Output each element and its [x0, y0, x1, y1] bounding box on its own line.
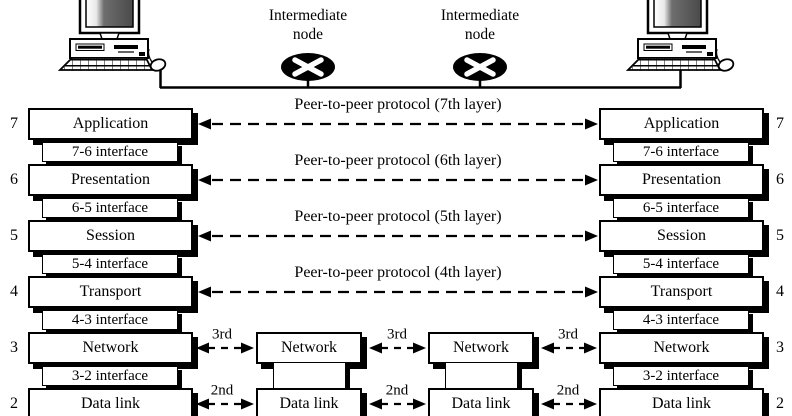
intermediate-1-interface-stub	[273, 362, 346, 390]
intermediate-node-2-line1: Intermediate	[440, 7, 520, 24]
right-layer-box-presentation: Presentation	[599, 164, 764, 196]
right-layer-box-transport: Transport	[599, 276, 764, 308]
right-layer-number-3: 3	[776, 339, 784, 356]
intermediate-node-1-line2: node	[292, 26, 324, 43]
right-layer-box-session: Session	[599, 220, 764, 252]
hop-label-2nd-3: 2nd	[556, 382, 580, 399]
right-layer-box-datalink: Data link	[599, 388, 764, 416]
left-layer-box-network: Network	[28, 332, 193, 364]
right-layer-number-4: 4	[776, 283, 784, 300]
router-icon-1	[281, 53, 335, 88]
right-layer-box-network: Network	[599, 332, 764, 364]
intermediate-2-interface-stub	[445, 362, 518, 390]
left-layer-number-7: 7	[10, 115, 18, 132]
router-icon-2	[453, 53, 507, 88]
peer-protocol-label-5: Peer-to-peer protocol (5th layer)	[294, 208, 502, 225]
left-interface-3-2: 3-2 interface	[42, 366, 178, 386]
hop-label-3rd-3: 3rd	[558, 326, 578, 343]
intermediate-2-datalink-box: Data link	[428, 388, 534, 416]
intermediate-2-network-box: Network	[428, 332, 534, 364]
left-layer-box-application: Application	[28, 108, 193, 140]
left-layer-number-5: 5	[10, 227, 18, 244]
right-interface-5-4: 5-4 interface	[613, 254, 749, 274]
peer-protocol-label-4: Peer-to-peer protocol (4th layer)	[294, 264, 502, 281]
intermediate-node-2-line2: node	[464, 26, 496, 43]
left-layer-box-transport: Transport	[28, 276, 193, 308]
network-hop-arrows	[196, 342, 597, 354]
hop-label-2nd-1: 2nd	[210, 382, 234, 399]
left-layer-box-session: Session	[28, 220, 193, 252]
peer-arrow-5th-layer	[198, 230, 598, 242]
left-interface-6-5: 6-5 interface	[42, 198, 178, 218]
computer-icon-right	[626, 0, 737, 74]
left-layer-number-4: 4	[10, 283, 18, 300]
intermediate-1-datalink-box: Data link	[256, 388, 362, 416]
hop-label-3rd-2: 3rd	[387, 326, 407, 343]
left-layer-box-datalink: Data link	[28, 388, 193, 416]
right-interface-4-3: 4-3 interface	[613, 310, 749, 330]
right-interface-7-6: 7-6 interface	[613, 142, 749, 162]
peer-arrows	[196, 118, 598, 410]
right-layer-number-5: 5	[776, 227, 784, 244]
hop-label-3rd-1: 3rd	[212, 326, 232, 343]
right-layer-number-7: 7	[776, 115, 784, 132]
right-layer-number-6: 6	[776, 171, 784, 188]
peer-protocol-label-6: Peer-to-peer protocol (6th layer)	[294, 152, 502, 169]
left-layer-number-2: 2	[10, 395, 18, 412]
intermediate-node-1-line1: Intermediate	[268, 7, 348, 24]
left-layer-box-presentation: Presentation	[28, 164, 193, 196]
right-layer-number-2: 2	[776, 395, 784, 412]
datalink-hop-arrows	[196, 398, 597, 410]
intermediate-1-network-box: Network	[256, 332, 362, 364]
intermediate-node-2-label: Intermediate node	[441, 6, 519, 44]
intermediate-node-1-label: Intermediate node	[269, 6, 347, 44]
left-layer-number-3: 3	[10, 339, 18, 356]
right-layer-box-application: Application	[599, 108, 764, 140]
left-interface-5-4: 5-4 interface	[42, 254, 178, 274]
peer-protocol-label-7: Peer-to-peer protocol (7th layer)	[294, 96, 502, 113]
hop-label-2nd-2: 2nd	[385, 382, 409, 399]
peer-arrow-6th-layer	[198, 174, 598, 186]
left-layer-number-6: 6	[10, 171, 18, 188]
right-interface-3-2: 3-2 interface	[613, 366, 749, 386]
right-interface-6-5: 6-5 interface	[613, 198, 749, 218]
peer-arrow-4th-layer	[198, 286, 598, 298]
left-interface-7-6: 7-6 interface	[42, 142, 178, 162]
computer-icon-left	[58, 0, 169, 74]
peer-arrow-7th-layer	[198, 118, 598, 130]
left-interface-4-3: 4-3 interface	[42, 310, 178, 330]
